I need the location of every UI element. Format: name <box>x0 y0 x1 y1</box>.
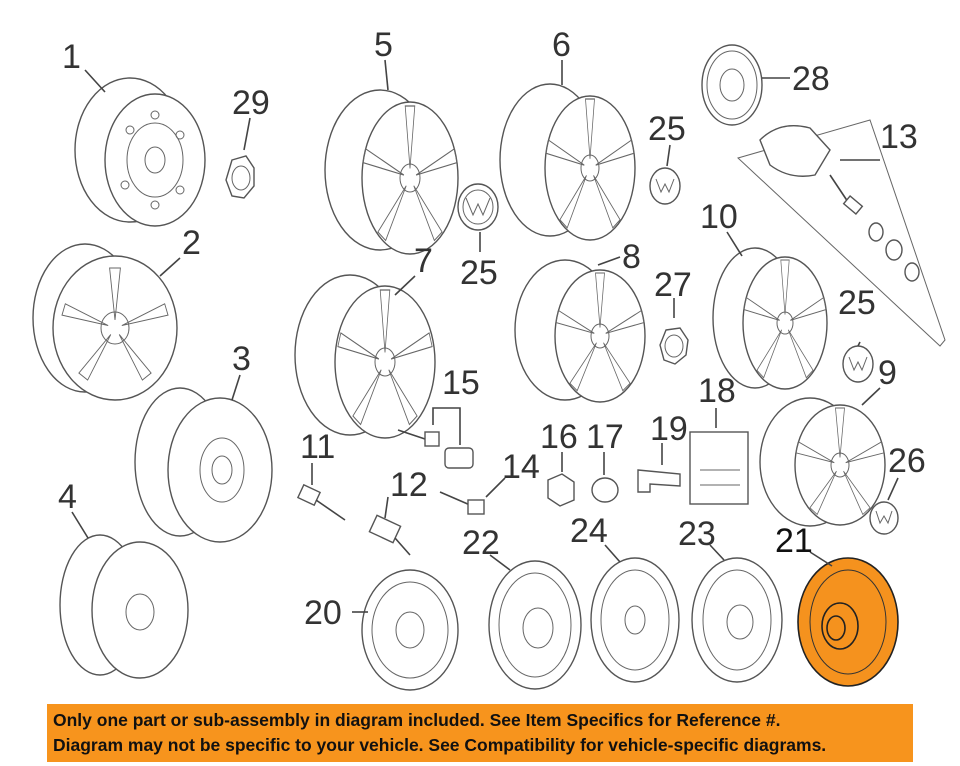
wheel-cover-24 <box>590 557 680 683</box>
center-cap-29 <box>225 155 255 199</box>
callout-19: 19 <box>650 410 688 448</box>
wheel-cover-20 <box>361 569 459 691</box>
callout-11: 11 <box>300 428 335 466</box>
bolt-14 <box>439 491 485 515</box>
wheel-8 <box>514 259 646 403</box>
callout-24: 24 <box>570 512 608 550</box>
wheel-7 <box>294 274 436 439</box>
callout-23: 23 <box>678 515 716 553</box>
callout-16: 16 <box>540 418 578 456</box>
callout-6: 6 <box>552 26 571 64</box>
callout-15: 15 <box>442 364 480 402</box>
callout-20: 20 <box>304 594 342 632</box>
center-cap-27 <box>659 327 689 365</box>
callout-21: 21 <box>775 522 813 560</box>
wheel-1-steel <box>74 77 206 227</box>
callout-29: 29 <box>232 84 270 122</box>
callout-12: 12 <box>390 466 428 504</box>
leader-lines <box>71 59 899 613</box>
callout-14: 14 <box>502 448 540 486</box>
vw-emblem-25-right <box>842 345 874 383</box>
disclaimer-line-1: Only one part or sub-assembly in diagram… <box>53 710 781 730</box>
wheel-cover-23 <box>691 557 783 683</box>
emblem-26 <box>869 501 899 535</box>
wheel-4 <box>59 534 189 679</box>
callout-18: 18 <box>698 372 736 410</box>
tone-ring-28 <box>701 44 763 126</box>
nut-16 <box>547 473 575 507</box>
wheel-cover-21-highlighted <box>797 557 899 687</box>
callout-28: 28 <box>792 60 830 98</box>
wheel-9 <box>759 397 886 527</box>
wheel-cover-22 <box>488 560 582 690</box>
lock-bolt-12 <box>368 514 411 556</box>
callout-4: 4 <box>58 478 77 516</box>
callout-26: 26 <box>888 442 926 480</box>
callout-27: 27 <box>654 266 692 304</box>
callout-22: 22 <box>462 524 500 562</box>
callout-10: 10 <box>700 198 738 236</box>
vw-emblem-25-top <box>457 183 499 231</box>
bolts-15 <box>397 429 474 469</box>
callout-2: 2 <box>182 224 201 262</box>
wheel-10 <box>712 247 828 390</box>
callout-25-top: 25 <box>460 254 498 292</box>
callout-25-mid: 25 <box>648 110 686 148</box>
disclaimer-banner: Only one part or sub-assembly in diagram… <box>47 704 913 762</box>
wheel-3 <box>134 387 273 543</box>
disclaimer-line-2: Diagram may not be specific to your vehi… <box>53 735 827 755</box>
callout-1: 1 <box>62 38 81 76</box>
tpms-sensor-kit-13 <box>737 119 946 347</box>
callout-5: 5 <box>374 26 393 64</box>
cap-17 <box>591 477 619 503</box>
tool-19 <box>637 469 681 493</box>
callout-25-right: 25 <box>838 284 876 322</box>
wheel-2 <box>32 243 178 401</box>
callout-3: 3 <box>232 340 251 378</box>
wheel-6 <box>499 83 636 241</box>
bolt-11 <box>296 483 346 521</box>
callout-17: 17 <box>586 418 624 456</box>
vw-emblem-25-mid <box>649 167 681 205</box>
wheel-5 <box>324 89 459 255</box>
callout-8: 8 <box>622 238 641 276</box>
callout-7: 7 <box>414 242 433 280</box>
kit-18 <box>689 431 749 505</box>
callout-13: 13 <box>880 118 918 156</box>
parts-diagram: 1 2 3 4 5 6 7 8 9 10 11 12 13 14 15 16 1… <box>32 26 946 691</box>
callout-9: 9 <box>878 354 897 392</box>
